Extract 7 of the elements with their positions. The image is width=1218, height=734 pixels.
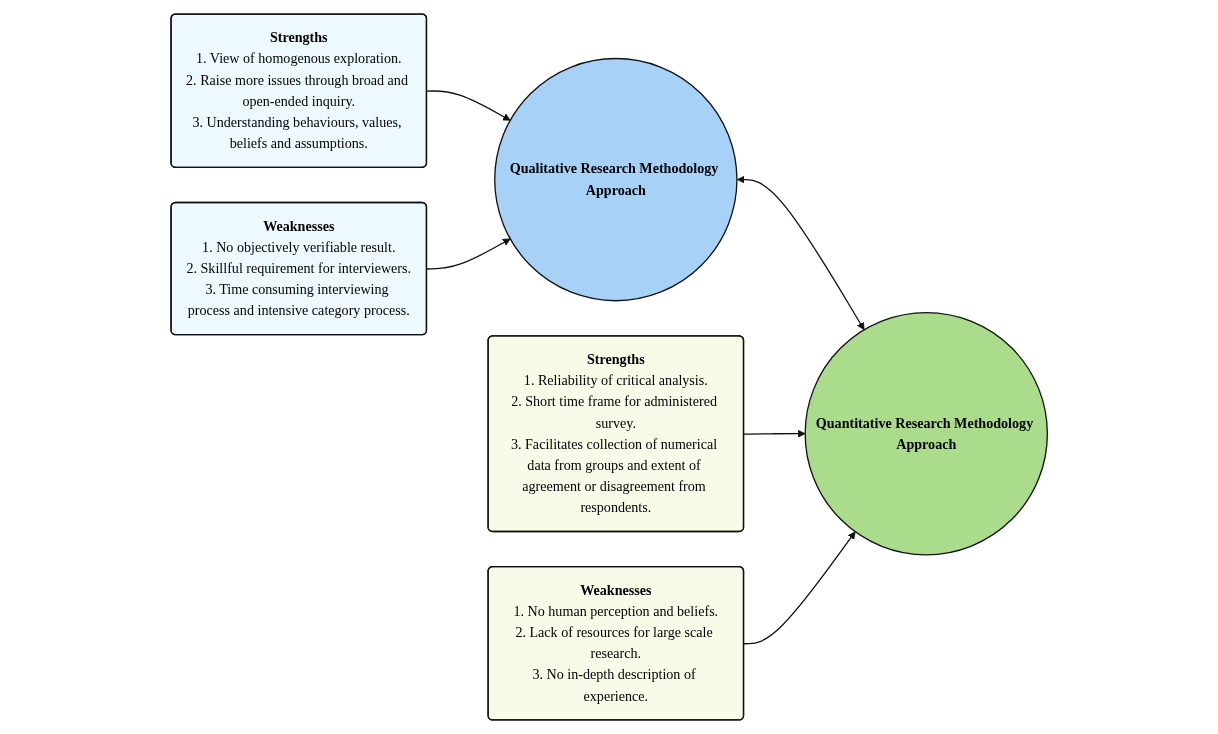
arrow <box>736 175 865 331</box>
node-circle: Qualitative Research Methodology Approach <box>493 57 738 302</box>
arrow <box>743 531 856 645</box>
arrow <box>426 90 511 121</box>
node-circle: Quantitative Research Methodology Approach <box>804 311 1048 556</box>
arrow <box>743 429 806 438</box>
arrow <box>426 238 511 270</box>
